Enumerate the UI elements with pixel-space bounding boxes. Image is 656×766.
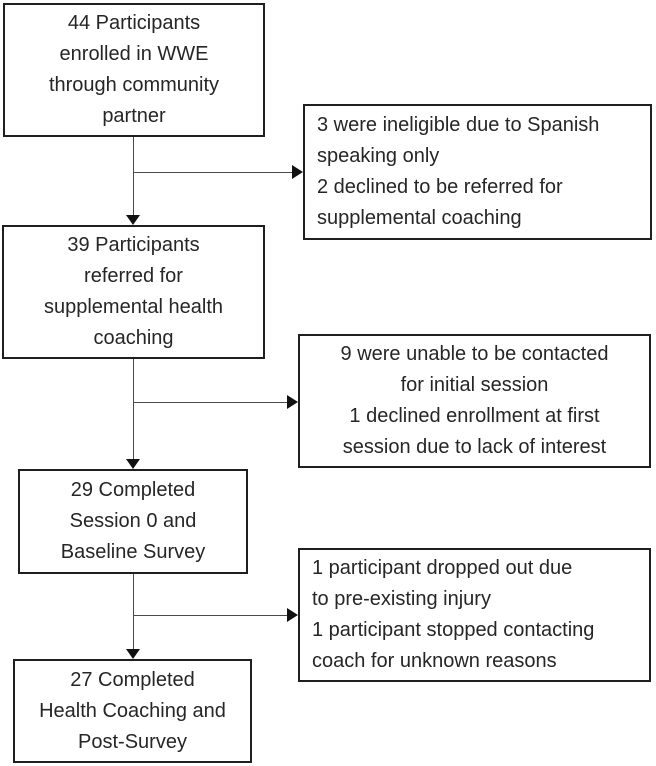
flow-box-post-survey-line: Post-Survey	[78, 730, 187, 753]
connector-line-down-1	[133, 137, 134, 216]
exclusion-box-after-enrollment: 3 were ineligible due to Spanish speakin…	[303, 104, 652, 240]
flow-box-session0-line: Session 0 and	[69, 510, 197, 532]
exclusion-line: 1 declined enrollment at first	[349, 405, 600, 427]
exclusion-line: coach for unknown reasons	[312, 650, 557, 672]
exclusion-box-after-referral: 9 were unable to be contacted for initia…	[298, 334, 651, 468]
flow-box-session0-line: 29 Completed	[70, 479, 196, 501]
connector-line-right-1	[133, 172, 292, 173]
flow-box-referred-line: supplemental health	[43, 296, 223, 318]
exclusion-line: 3 were ineligible due to Spanish	[317, 114, 600, 136]
arrow-right-icon	[287, 395, 298, 409]
flow-box-referred-line: 39 Participants	[67, 234, 200, 256]
flow-box-referred-line: referred for	[84, 265, 183, 287]
arrow-right-icon	[292, 165, 303, 179]
flow-box-enrolled: 44 Participants enrolled in WWE through …	[3, 3, 265, 137]
exclusion-box-during-coaching: 1 participant dropped out due to pre-exi…	[298, 548, 651, 682]
arrow-down-icon	[126, 459, 140, 469]
exclusion-line: 2 declined to be referred for	[317, 176, 563, 198]
connector-line-right-3	[133, 615, 287, 616]
flow-box-referred: 39 Participants referred for supplementa…	[2, 225, 265, 359]
connector-line-down-2	[133, 359, 134, 459]
connector-line-right-2	[133, 402, 287, 403]
exclusion-line: 1 participant stopped contacting	[312, 619, 595, 641]
arrow-down-icon	[126, 215, 140, 225]
exclusion-line: 1 participant dropped out due	[312, 557, 573, 579]
flow-box-post-survey-line: 27 Completed	[70, 668, 195, 691]
arrow-right-icon	[287, 608, 298, 622]
exclusion-line: supplemental coaching	[317, 207, 522, 229]
flow-box-enrolled-line: enrolled in WWE	[59, 43, 209, 65]
flow-box-enrolled-line: partner	[102, 105, 166, 127]
exclusion-line: speaking only	[317, 145, 440, 167]
arrow-down-icon	[126, 649, 140, 659]
flow-box-post-survey-line: Health Coaching and	[39, 699, 226, 722]
exclusion-line: 9 were unable to be contacted	[340, 343, 609, 365]
connector-line-down-3	[133, 574, 134, 649]
flow-box-session0-line: Baseline Survey	[60, 541, 206, 563]
flow-box-referred-line: coaching	[93, 327, 174, 349]
flow-box-enrolled-line: through community	[48, 74, 220, 96]
exclusion-line: session due to lack of interest	[342, 436, 607, 458]
exclusion-line: for initial session	[400, 374, 549, 396]
flow-box-post-survey: 27 Completed Health Coaching and Post-Su…	[13, 659, 252, 763]
flow-box-enrolled-line: 44 Participants	[67, 12, 201, 34]
flow-box-session0: 29 Completed Session 0 and Baseline Surv…	[18, 469, 248, 574]
exclusion-line: to pre-existing injury	[312, 588, 491, 610]
